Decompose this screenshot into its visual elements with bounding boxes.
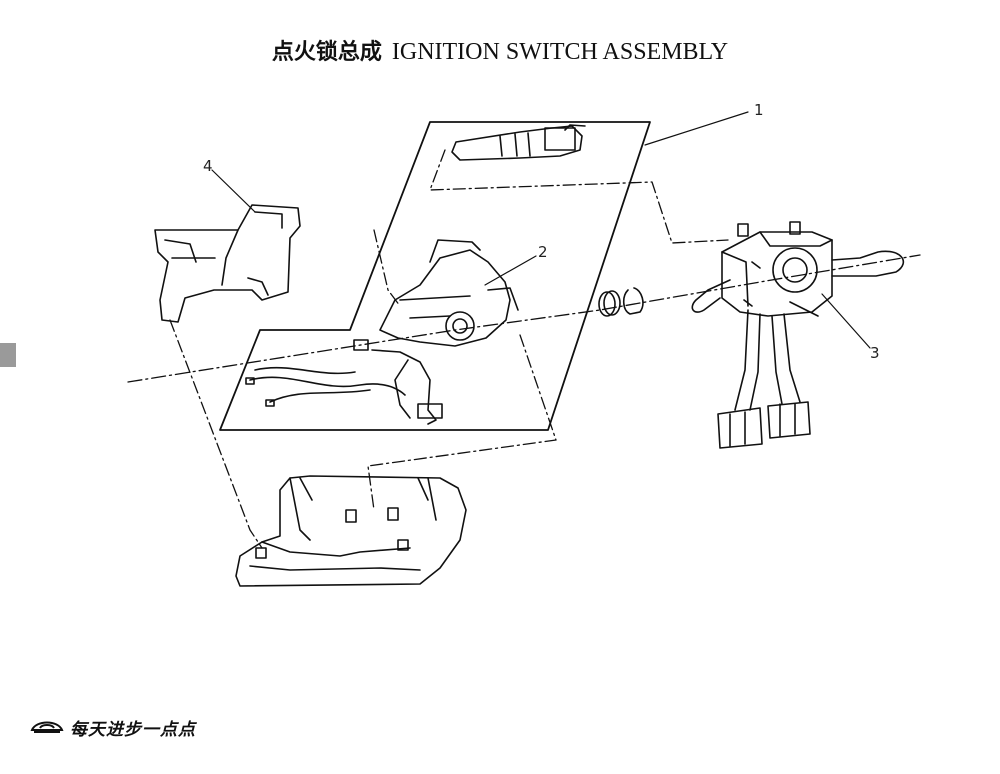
assembly-frame <box>219 121 651 431</box>
title-english: IGNITION SWITCH ASSEMBLY <box>391 39 729 65</box>
callout-3: 3 <box>870 344 880 362</box>
connector-line-mid <box>373 229 401 307</box>
page-title: 点火锁总成 IGNITION SWITCH ASSEMBLY <box>0 34 1000 66</box>
connector-line-left <box>169 319 263 549</box>
upper-shroud-part <box>154 204 301 323</box>
callout-1: 1 <box>754 101 764 119</box>
brand-logo-icon <box>30 716 64 740</box>
callout-4: 4 <box>203 157 213 175</box>
title-chinese: 点火锁总成 <box>271 40 382 65</box>
connector-line-bottom <box>367 334 557 511</box>
combination-switch-part <box>691 221 904 449</box>
lower-shroud-part <box>235 475 467 587</box>
center-axis-line <box>127 254 921 383</box>
footer-brand: 每天进步一点点 <box>30 715 196 740</box>
leader-2 <box>484 255 537 286</box>
key-cylinder-part <box>451 124 586 161</box>
lock-body-part <box>245 239 519 425</box>
spacer-rings <box>598 287 644 317</box>
brand-slogan: 每天进步一点点 <box>70 720 196 740</box>
leader-1 <box>644 111 749 146</box>
callout-2: 2 <box>538 243 548 261</box>
side-tab <box>0 343 16 367</box>
connector-line-top <box>429 149 729 244</box>
leader-3 <box>821 293 871 349</box>
leader-4 <box>211 169 256 213</box>
